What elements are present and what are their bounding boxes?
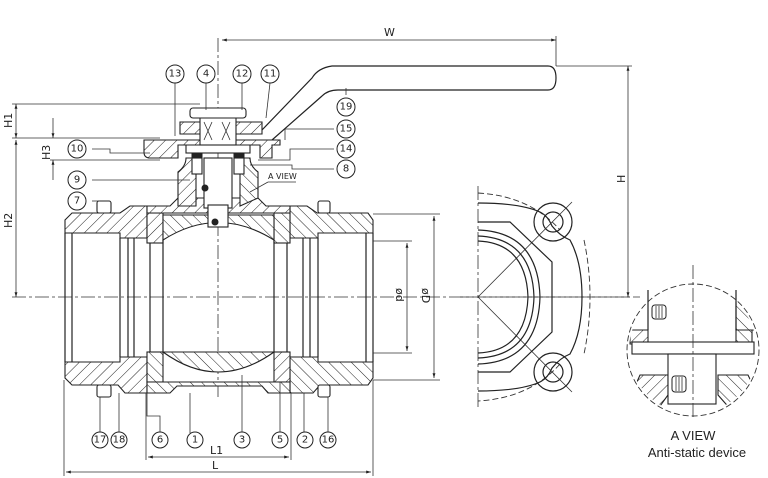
svg-text:8: 8 — [343, 164, 349, 175]
svg-text:1: 1 — [192, 435, 198, 446]
balloon-11: 11 — [260, 64, 280, 84]
balloon-12: 12 — [232, 64, 252, 84]
svg-text:18: 18 — [113, 435, 126, 446]
balloon-15: 15 — [336, 119, 356, 139]
dim-w-label: W — [384, 26, 395, 39]
dim-big-d-label: øD — [419, 288, 432, 303]
handle-nut — [189, 107, 247, 119]
stem-nut — [199, 116, 237, 146]
svg-text:11: 11 — [264, 69, 277, 80]
section-a-view-note: A VIEW — [268, 172, 297, 181]
antistatic-ball-1 — [201, 184, 209, 192]
bolt-top-left — [96, 200, 112, 214]
right-end-cap-top — [289, 205, 374, 239]
body-bottom — [146, 381, 291, 394]
stop-plate — [143, 139, 281, 159]
stem — [203, 157, 233, 209]
detail-a-view: A VIEW Anti-static device — [626, 265, 760, 460]
part-balloons: 13 4 12 11 19 15 14 8 10 9 7 17 18 6 1 3… — [67, 64, 356, 449]
bolt-top-right — [317, 200, 331, 214]
svg-text:5: 5 — [277, 435, 283, 446]
svg-text:3: 3 — [239, 435, 245, 446]
svg-text:15: 15 — [340, 124, 353, 135]
balloon-8: 8 — [336, 159, 356, 179]
right-end-cap-bottom — [289, 356, 374, 394]
left-end-cap-bottom — [64, 356, 148, 394]
balloon-7: 7 — [67, 191, 87, 211]
dim-h1-label: H1 — [2, 113, 15, 128]
balloon-18: 18 — [110, 431, 128, 449]
svg-text:16: 16 — [322, 435, 335, 446]
dim-h-label: H — [615, 175, 628, 183]
balloon-13: 13 — [165, 64, 185, 84]
handle-lever — [261, 65, 557, 141]
balloon-2: 2 — [296, 431, 314, 449]
svg-text:17: 17 — [94, 435, 107, 446]
antistatic-ball-2 — [211, 218, 219, 226]
dim-l-label: L — [212, 459, 219, 472]
svg-text:7: 7 — [74, 196, 80, 207]
svg-text:12: 12 — [236, 69, 249, 80]
dim-d-label: ød — [393, 288, 406, 302]
balloon-6: 6 — [151, 431, 169, 449]
detail-caption-title: A VIEW — [671, 428, 717, 443]
bolt-bottom-left — [96, 384, 112, 398]
svg-text:9: 9 — [74, 175, 80, 186]
bolt-bottom-right — [317, 384, 331, 398]
dim-h3-label: H3 — [40, 145, 53, 160]
seat-bottom-left — [146, 351, 164, 383]
balloon-4: 4 — [196, 64, 216, 84]
dim-l1-label: L1 — [210, 444, 223, 457]
svg-text:13: 13 — [169, 69, 182, 80]
balloon-5: 5 — [271, 431, 289, 449]
balloon-1: 1 — [186, 431, 204, 449]
end-view — [460, 186, 630, 408]
balloon-17: 17 — [91, 431, 109, 449]
svg-text:19: 19 — [340, 102, 353, 113]
dim-h2-label: H2 — [2, 213, 15, 228]
balloon-9: 9 — [67, 170, 87, 190]
balloon-14: 14 — [336, 139, 356, 159]
balloon-3: 3 — [233, 431, 251, 449]
seat-top-left — [146, 212, 164, 244]
balloon-10: 10 — [67, 139, 87, 159]
detail-caption-subtitle: Anti-static device — [648, 445, 746, 460]
seat-bottom-right — [273, 351, 291, 383]
svg-text:10: 10 — [71, 144, 84, 155]
balloon-16: 16 — [319, 431, 337, 449]
balloon-19: 19 — [336, 97, 356, 117]
dimensions: W H H1 H3 H2 ød øD L1 — [2, 26, 632, 476]
svg-text:4: 4 — [203, 69, 209, 80]
svg-text:6: 6 — [157, 435, 163, 446]
ball-bottom — [161, 351, 276, 373]
svg-text:14: 14 — [340, 144, 353, 155]
seat-top-right — [273, 212, 291, 244]
valve-section-view — [12, 38, 640, 400]
leader-lines — [92, 82, 347, 433]
svg-text:2: 2 — [302, 435, 308, 446]
